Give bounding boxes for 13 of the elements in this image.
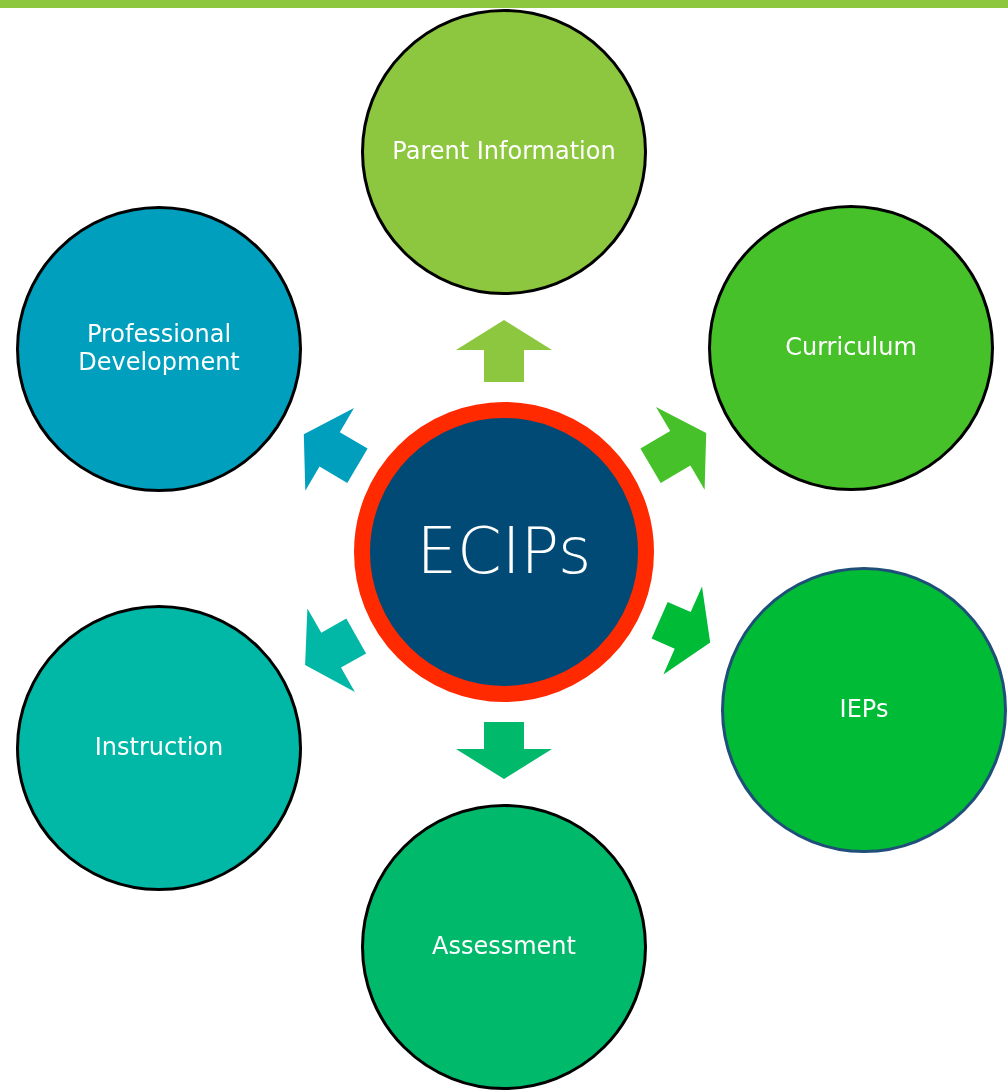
block-arrow — [640, 407, 707, 490]
block-arrow — [456, 722, 552, 779]
block-arrow — [303, 408, 368, 491]
block-arrow — [305, 608, 367, 692]
circle-label: Assessment — [432, 933, 576, 961]
circle-label: Curriculum — [785, 334, 917, 362]
circle-label: Instruction — [94, 734, 224, 762]
block-arrow — [456, 320, 552, 382]
block-arrow — [651, 586, 711, 675]
circle-label: Professional Development — [77, 321, 241, 377]
circle-label: Parent Information — [392, 138, 616, 166]
circle-label: IEPs — [839, 696, 889, 724]
center-label: ECIPs — [416, 515, 592, 589]
